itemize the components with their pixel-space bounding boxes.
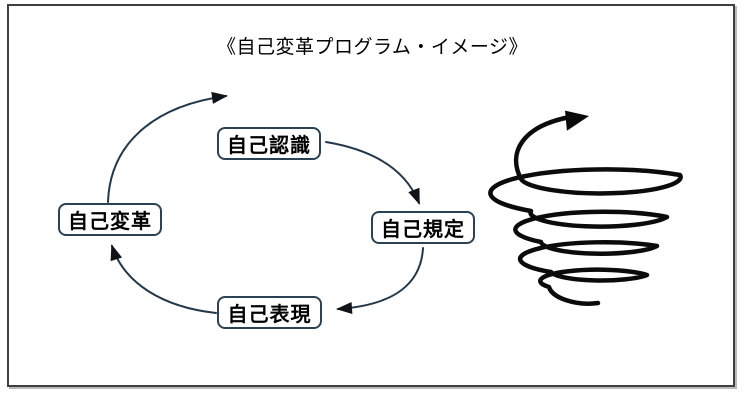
node-label: 自己表現 — [227, 304, 312, 326]
arrow-transformation-to-awareness — [107, 91, 228, 203]
arrow-expression-to-transformation — [110, 244, 217, 314]
node-label: 自己変革 — [68, 211, 152, 233]
node-self-awareness: 自己認識 — [217, 127, 321, 160]
node-label: 自己認識 — [227, 135, 311, 157]
upward-spiral-arrow-icon — [488, 110, 683, 306]
arrow-definition-to-expression — [336, 247, 424, 315]
node-label: 自己規定 — [381, 219, 465, 241]
spiral-arrowhead — [564, 110, 589, 131]
figure-frame — [7, 4, 735, 387]
cycle-arrows — [107, 91, 424, 315]
arrow-awareness-to-definition — [325, 141, 420, 205]
spiral-path — [488, 114, 683, 306]
figure-title: 《自己変革プログラム・イメージ》 — [216, 37, 529, 58]
node-self-definition: 自己規定 — [371, 211, 475, 244]
node-self-transformation: 自己変革 — [58, 203, 162, 236]
node-self-expression: 自己表現 — [217, 296, 322, 329]
